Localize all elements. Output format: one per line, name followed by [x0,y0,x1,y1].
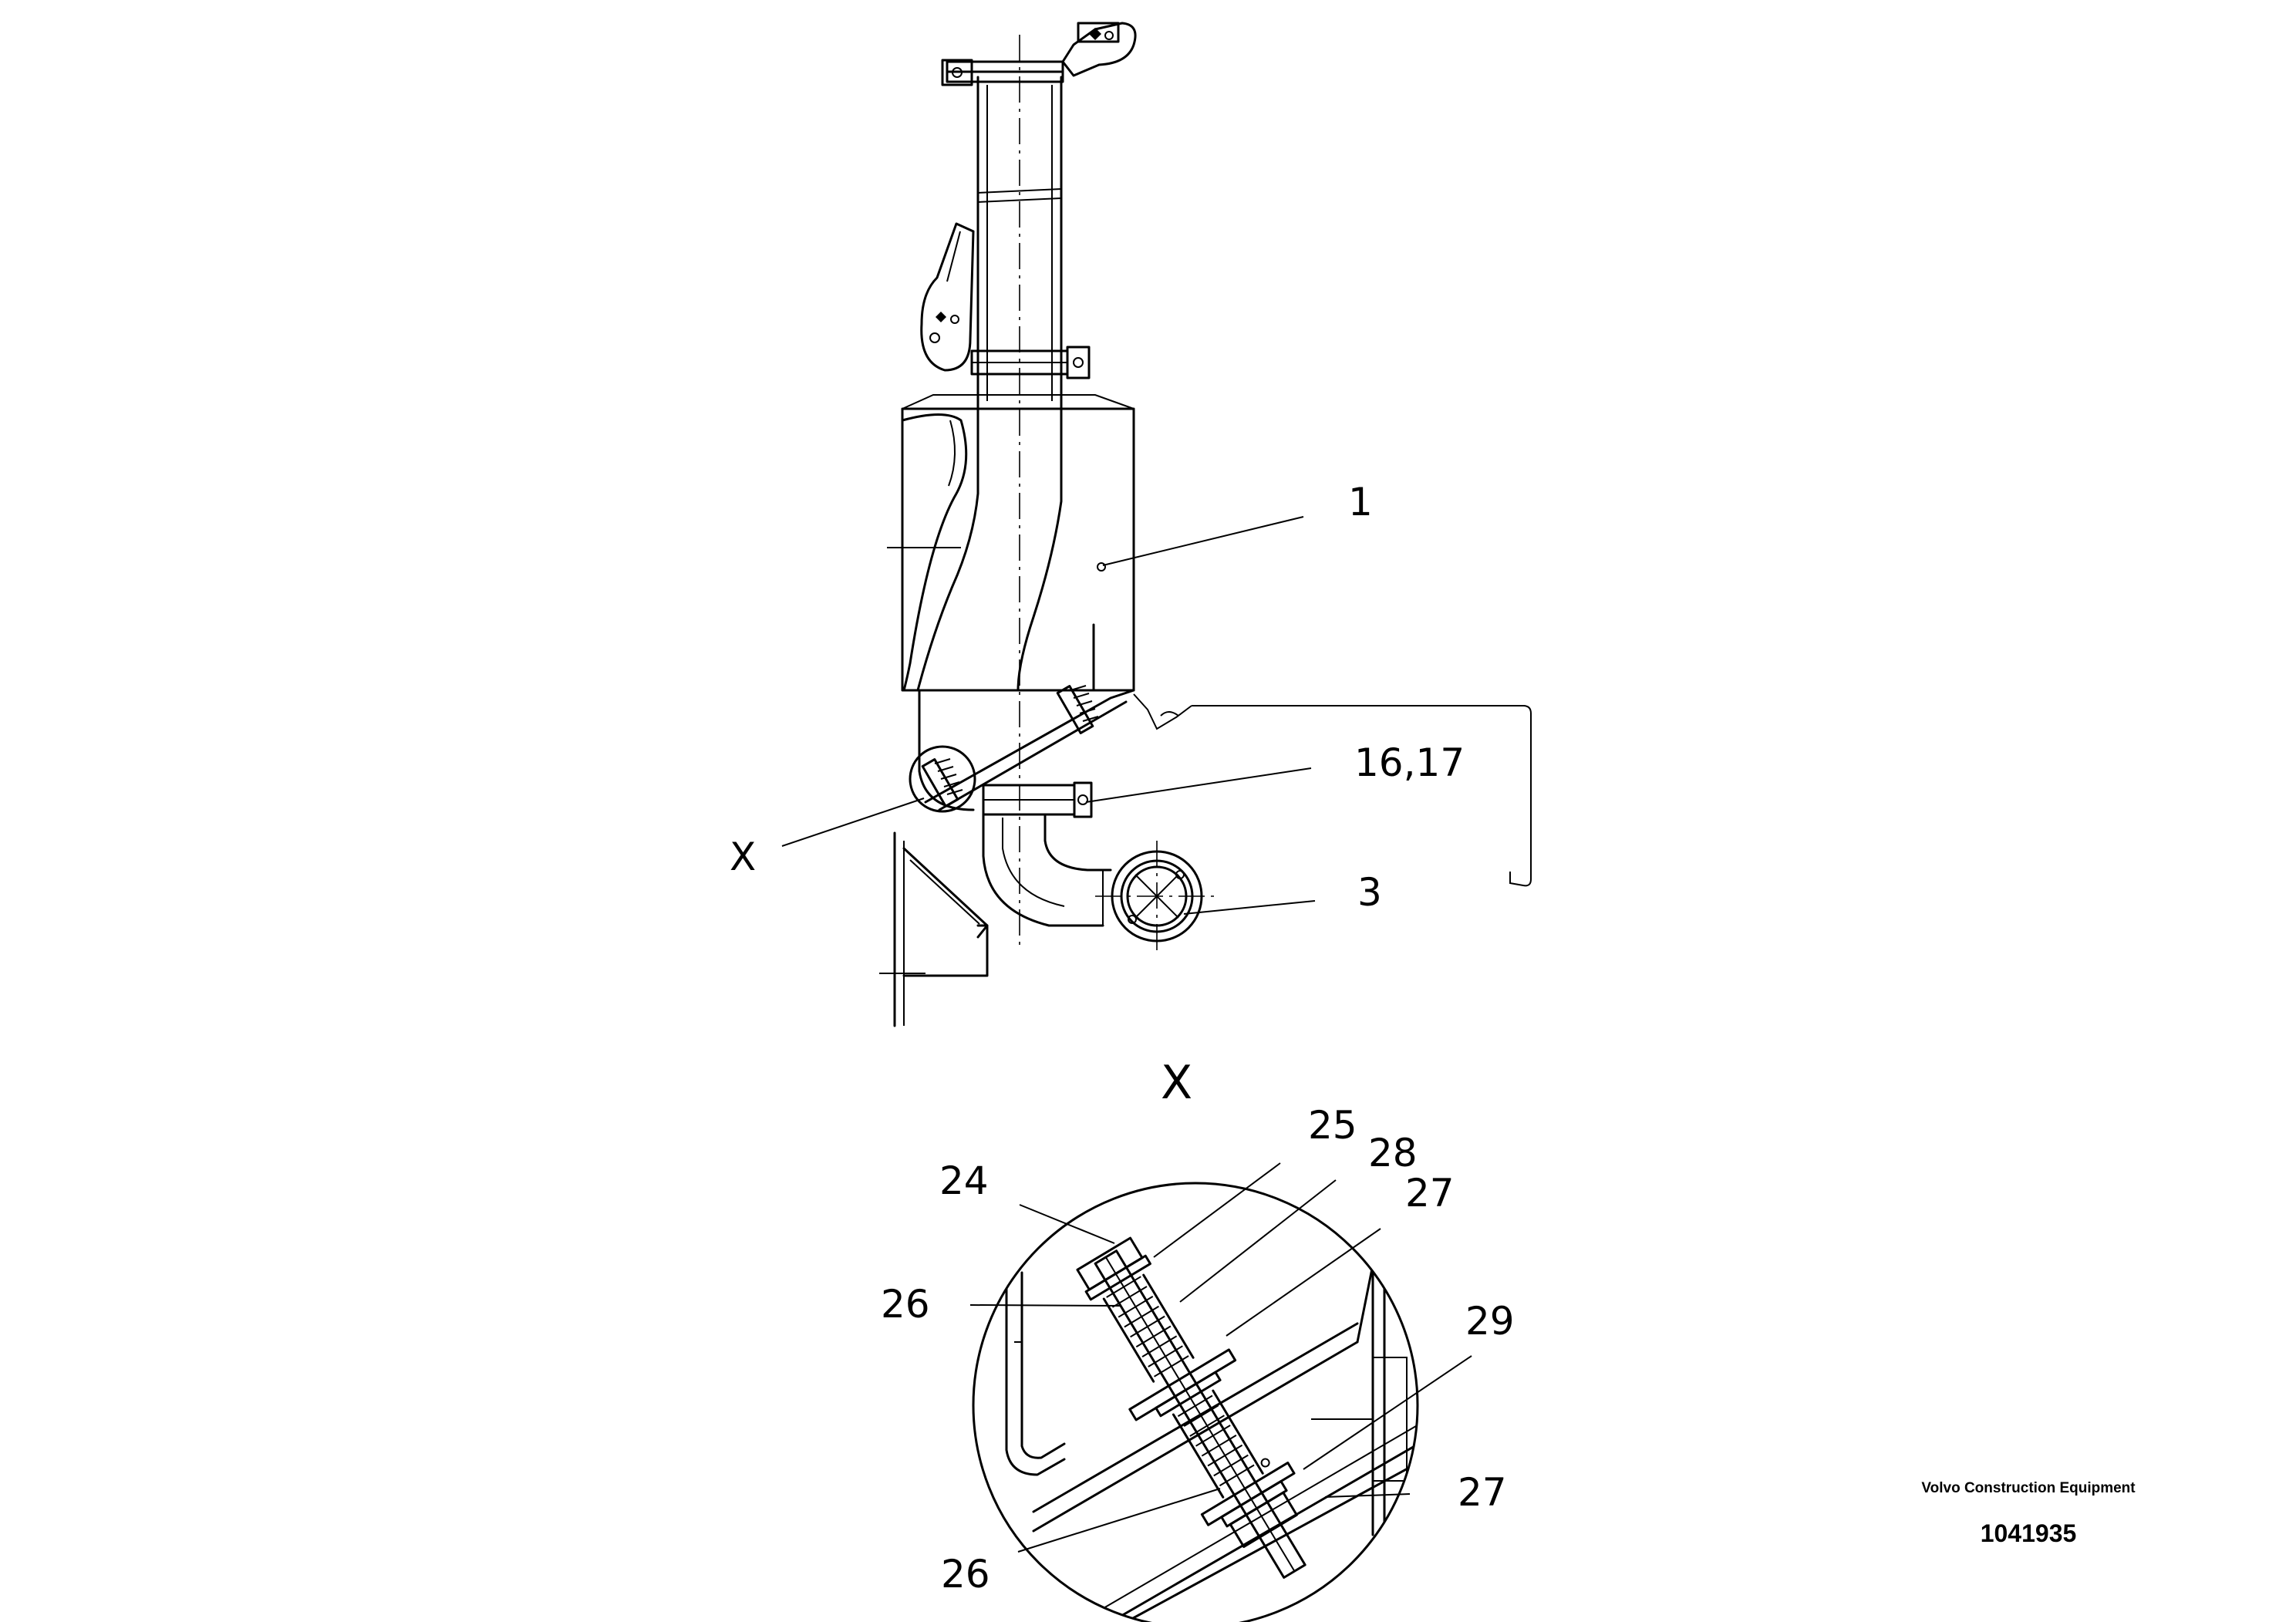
callout-1: 1 [1348,480,1373,524]
detail-x-title: X [1161,1056,1192,1110]
rain-cap [941,22,1137,86]
pipe-clamp [920,222,1091,379]
elbow-pipe [982,813,1112,927]
frame-bracket [879,831,989,1027]
muffler [887,394,1135,692]
detail-circle [972,1182,1419,1622]
callout-25: 25 [1308,1103,1357,1148]
callout-27-lower: 27 [1458,1470,1507,1515]
callout-26-lower: 26 [941,1552,990,1597]
lower-clamp [982,781,1093,818]
stack-pipe [976,76,1063,410]
exhaust-assembly [781,22,1532,1027]
detail-leader-lines [969,1162,1472,1553]
manufacturer-credit: Volvo Construction Equipment [1921,1480,2136,1496]
callout-labels: 1 16,17 3 X X 24 25 28 27 26 29 27 26 [730,480,1515,1597]
callout-28: 28 [1368,1131,1418,1175]
callout-x: X [730,835,756,879]
outlet-flange [1095,841,1219,956]
callout-24: 24 [939,1158,989,1203]
callout-26-upper: 26 [881,1282,930,1327]
detail-x-view [969,1162,1472,1622]
mounting-bracket [909,685,1532,887]
callout-27-upper: 27 [1405,1171,1455,1216]
leader-lines [781,516,1316,915]
drawing-number: 1041935 [1980,1519,2077,1547]
callout-29: 29 [1465,1299,1515,1344]
callout-16-17: 16,17 [1354,740,1465,785]
callout-3: 3 [1357,870,1382,915]
